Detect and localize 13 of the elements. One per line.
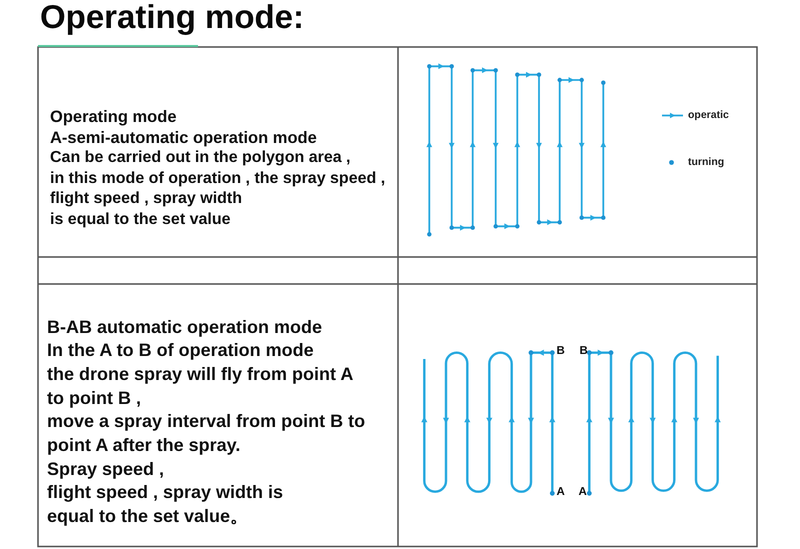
legend-label: operatic — [688, 108, 729, 122]
point-label: B — [580, 344, 588, 358]
mode-title: A-semi-automatic operation mode — [50, 128, 317, 148]
mode-description: Can be carried out in the polygon area , in this mode of operation , the spray speed , flight speed , spray width is equal to the set value — [50, 148, 386, 230]
point-label: A — [578, 485, 587, 499]
mode-title: B-AB automatic operation mode — [47, 316, 322, 339]
point-label: B — [556, 344, 565, 358]
page-title: Operating mode: — [40, 0, 304, 33]
cell-heading: Operating mode — [50, 107, 177, 128]
point-label: A — [556, 485, 565, 499]
legend-label: turning — [688, 155, 724, 170]
mode-description: In the A to B of operation mode the drone spray will fly from point A to point B , move a spray interval from point B to point A after the spray. — [47, 339, 366, 457]
mode-description: Spray speed , flight speed , spray width is equal to the set value。 — [47, 458, 284, 528]
